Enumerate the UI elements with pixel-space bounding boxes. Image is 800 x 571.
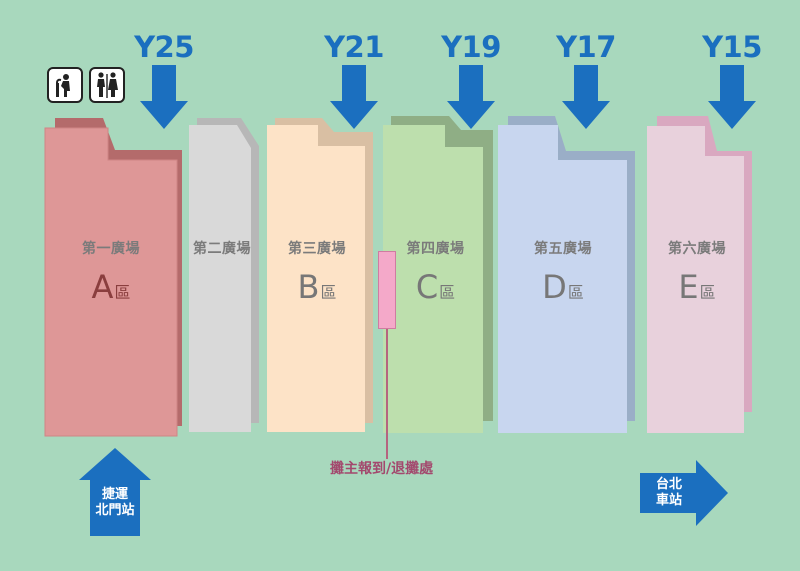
- zone-letter: E區: [647, 268, 747, 306]
- zone-e[interactable]: 第六廣場 E區: [647, 116, 757, 436]
- zone-letter: D區: [498, 268, 628, 306]
- zone-name: 第二廣場: [193, 241, 251, 257]
- exit-y17: Y17: [546, 31, 626, 131]
- exit-y19: Y19: [431, 31, 511, 131]
- zone-letter-suffix: 區: [699, 283, 716, 302]
- entrance-beimen-station[interactable]: 捷運 北門站: [77, 448, 153, 536]
- down-arrow-icon: [140, 65, 188, 129]
- down-arrow-icon: [330, 65, 378, 129]
- zone-c[interactable]: 第四廣場 C區: [383, 116, 493, 436]
- zone-letter: C區: [383, 268, 488, 306]
- exit-label: Y21: [324, 30, 384, 64]
- zone-letter: A區: [45, 268, 177, 306]
- entrance-label-line1: 台北: [655, 477, 682, 492]
- zone-letter-main: C: [415, 268, 439, 306]
- booth-office-marker[interactable]: [378, 251, 396, 329]
- zone-letter-suffix: 區: [320, 283, 337, 302]
- zone-2[interactable]: 第二廣場: [189, 118, 261, 438]
- entrance-label: 捷運 北門站: [90, 487, 140, 519]
- exit-y15: Y15: [692, 31, 772, 131]
- entrance-label-line1: 捷運: [101, 487, 128, 502]
- zone-name: 第六廣場: [668, 241, 726, 257]
- restroom-icon: [89, 67, 125, 103]
- down-arrow-icon: [562, 65, 610, 129]
- exit-label: Y25: [134, 30, 194, 64]
- exit-y25: Y25: [124, 31, 204, 131]
- down-arrow-icon: [447, 65, 495, 129]
- zone-name: 第三廣場: [288, 241, 346, 257]
- right-arrow-icon: [640, 460, 728, 526]
- zone-b[interactable]: 第三廣場 B區: [267, 118, 377, 438]
- booth-office-label: 攤主報到/退攤處: [330, 461, 434, 477]
- exit-label: Y15: [702, 30, 762, 64]
- exit-label: Y19: [441, 30, 501, 64]
- zone-letter-suffix: 區: [439, 283, 456, 302]
- zone-letter-suffix: 區: [114, 283, 131, 302]
- zone-letter: B區: [267, 268, 367, 306]
- drinking-fountain-icon: [47, 67, 83, 103]
- zone-name: 第一廣場: [82, 241, 140, 257]
- entrance-label-line2: 北門站: [95, 503, 135, 518]
- booth-office-pointer: [386, 329, 388, 459]
- zone-letter-main: B: [297, 268, 320, 306]
- zone-name: 第四廣場: [406, 241, 465, 257]
- zone-name: 第五廣場: [534, 241, 592, 257]
- zone-letter-suffix: 區: [567, 283, 584, 302]
- down-arrow-icon: [708, 65, 756, 129]
- zone-letter-main: A: [91, 268, 114, 306]
- zone-d[interactable]: 第五廣場 D區: [498, 116, 638, 436]
- entrance-label-line2: 車站: [655, 493, 682, 508]
- up-arrow-icon: [79, 448, 151, 536]
- zone-letter-main: E: [678, 268, 699, 306]
- entrance-taipei-station[interactable]: 台北 車站: [640, 460, 730, 526]
- zone-letter-main: D: [542, 268, 567, 306]
- entrance-label: 台北 車站: [644, 477, 694, 509]
- exit-y21: Y21: [314, 31, 394, 131]
- zone-a[interactable]: 第一廣場 A區: [44, 118, 185, 438]
- exit-label: Y17: [556, 30, 616, 64]
